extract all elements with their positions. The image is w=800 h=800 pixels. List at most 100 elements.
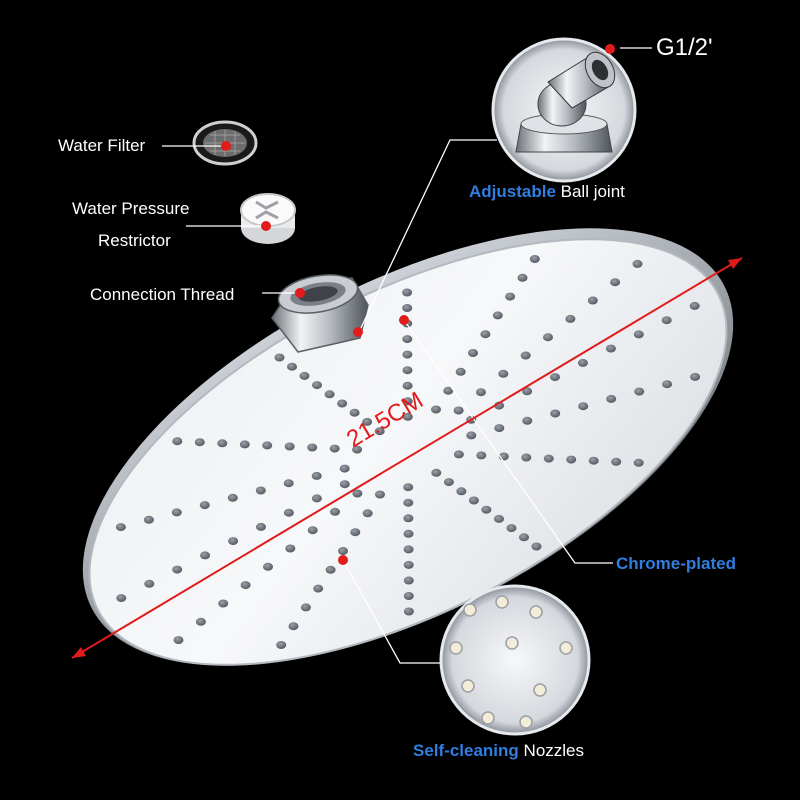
nozzle-hole (239, 440, 250, 449)
nozzle-hole (227, 493, 238, 502)
nozzle-hole (299, 371, 310, 380)
nozzle-hole (339, 464, 350, 473)
nozzle-hole (481, 505, 492, 514)
nozzle-hole (402, 381, 413, 390)
nozzle-hole (313, 584, 324, 593)
nozzle-hole (171, 508, 182, 517)
zoom-nozzle (463, 603, 477, 617)
nozzle-hole (263, 562, 273, 571)
nozzle-hole (374, 427, 385, 436)
nozzle-hole (402, 350, 413, 359)
nozzle-hole (531, 542, 542, 551)
nozzle-hole (402, 335, 413, 344)
nozzle-hole (217, 439, 228, 448)
nozzle-hole (337, 399, 348, 408)
nozzle-hole (468, 496, 479, 505)
connection-thread-icon (271, 274, 369, 353)
nozzle-hole (287, 362, 297, 371)
nozzle-hole (402, 412, 413, 421)
nozzle-hole (517, 273, 528, 282)
nozzle-hole (172, 437, 183, 446)
ball-joint-zoom-icon (491, 37, 637, 183)
nozzle-hole (520, 351, 531, 360)
zoom-nozzle (533, 683, 547, 697)
nozzle-hole (611, 457, 622, 466)
nozzle-hole (199, 501, 210, 510)
nozzle-hole (307, 443, 318, 452)
nozzle-hole (662, 380, 673, 389)
thread-size-label: G1/2' (656, 34, 713, 61)
nozzle-hole (588, 456, 599, 465)
nozzle-hole (494, 424, 505, 433)
nozzle-hole (633, 458, 644, 467)
nozzle-hole (453, 450, 464, 459)
nozzle-hole (634, 387, 645, 396)
ball-joint-label: Adjustable Ball joint (469, 182, 625, 202)
pressure-restrictor-icon (240, 193, 296, 244)
nozzle-hole (403, 514, 414, 523)
nozzle-hole (116, 594, 127, 603)
nozzle-hole (195, 617, 206, 626)
shower-head (82, 228, 734, 666)
nozzle-hole (565, 314, 576, 323)
nozzle-hole (522, 416, 533, 425)
nozzle-hole (505, 292, 516, 301)
nozzle-hole (300, 603, 311, 612)
nozzles-highlight: Self-cleaning (413, 741, 519, 760)
water-filter-label: Water Filter (58, 136, 146, 155)
nozzle-hole (456, 487, 467, 496)
nozzle-hole (200, 551, 211, 560)
nozzle-hole (255, 486, 266, 495)
nozzle-hole (143, 515, 154, 524)
nozzle-hole (529, 255, 540, 263)
nozzle-hole (606, 394, 617, 403)
nozzle-hole (566, 455, 577, 464)
nozzle-hole (375, 490, 385, 499)
nozzle-hole (240, 581, 251, 590)
nozzle-hole (172, 565, 183, 574)
nozzle-hole (498, 369, 509, 378)
nozzle-hole (338, 547, 348, 555)
nozzle-hole (476, 451, 487, 460)
nozzle-hole (312, 381, 322, 390)
nozzle-hole (276, 641, 287, 649)
nozzle-hole (402, 366, 413, 375)
nozzle-hole (362, 509, 373, 518)
nozzle-hole (476, 388, 486, 397)
nozzle-hole (403, 545, 414, 554)
nozzle-hole (466, 431, 477, 440)
nozzle-hole (362, 417, 373, 426)
nozzle-hole (494, 514, 504, 523)
nozzle-hole (492, 311, 503, 320)
nozzle-hole (506, 524, 517, 533)
pressure-restrictor-label-line2: Restrictor (98, 231, 171, 250)
nozzle-hole (587, 296, 598, 305)
nozzle-hole (329, 444, 340, 453)
nozzle-hole (218, 599, 229, 608)
chrome-plated-label: Chrome-plated (616, 554, 736, 573)
nozzle-hole (468, 349, 478, 357)
nozzle-hole (403, 592, 414, 600)
nozzle-hole (690, 372, 701, 381)
nozzle-hole (402, 397, 413, 406)
nozzle-hole (402, 304, 413, 312)
nozzle-hole (543, 454, 554, 463)
nozzle-hole (402, 288, 413, 297)
nozzle-hole (521, 453, 532, 462)
nozzle-hole (431, 405, 441, 414)
nozzle-hole (325, 565, 336, 574)
nozzle-hole (632, 259, 643, 268)
nozzle-hole (403, 576, 414, 585)
nozzle-hole (403, 607, 414, 616)
nozzle-hole (403, 560, 414, 569)
nozzle-hole (144, 579, 155, 588)
nozzle-hole (311, 471, 322, 480)
zoom-nozzle (495, 595, 509, 609)
zoom-nozzle (529, 605, 543, 619)
nozzle-hole (352, 445, 363, 454)
nozzle-hole (173, 636, 184, 645)
nozzle-hole (330, 507, 340, 516)
zoom-nozzle (481, 711, 495, 725)
nozzle-hole (431, 468, 442, 477)
